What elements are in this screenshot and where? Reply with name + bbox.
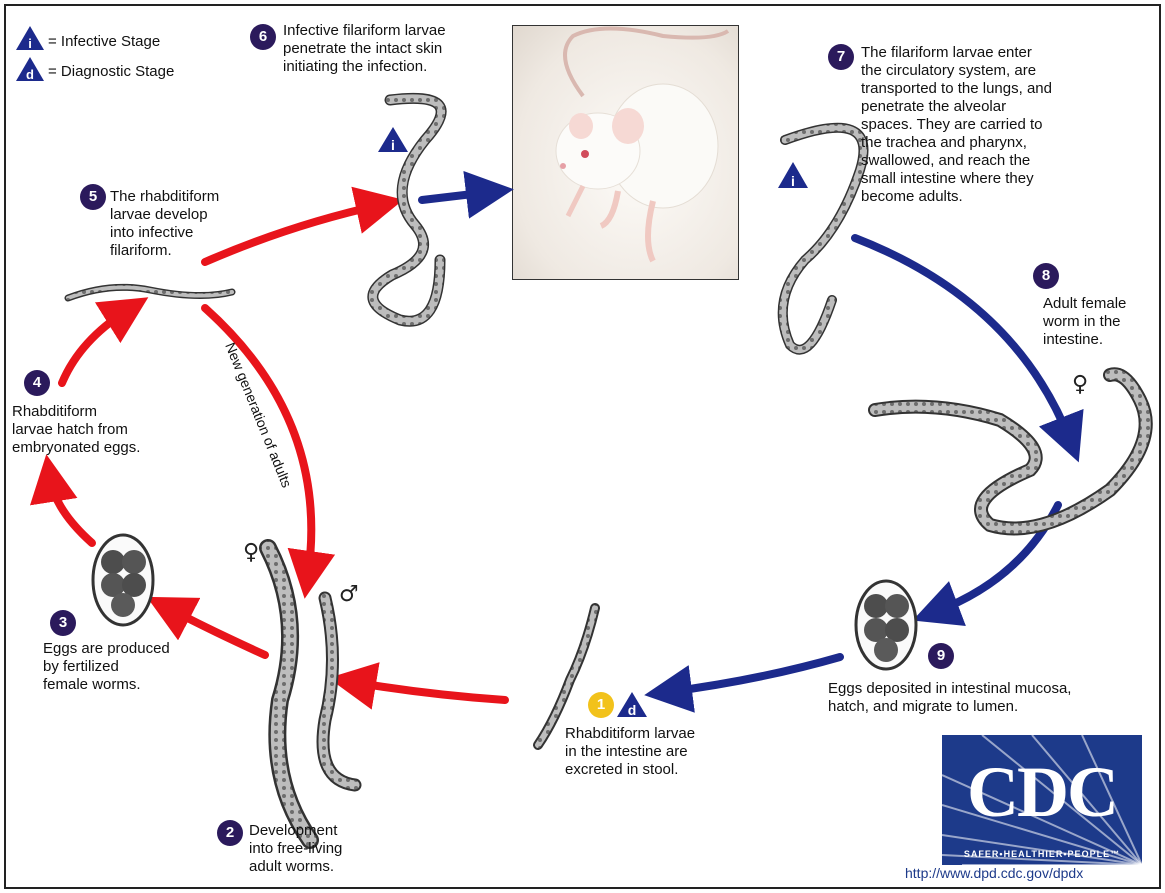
arrow-step5-to-step6 xyxy=(205,205,380,262)
svg-text:i: i xyxy=(791,173,795,189)
female-symbol-step8: ♀ xyxy=(1072,372,1088,397)
step-3-badge: 3 xyxy=(50,610,76,636)
step-2-text: Development into free-living adult worms… xyxy=(249,822,342,876)
step-6-text: Infective filariform larvae penetrate th… xyxy=(283,22,446,76)
rhabditiform-larva-step5 xyxy=(68,287,232,298)
diagnostic-stage-icon-step1: d xyxy=(617,692,647,718)
egg-step9 xyxy=(856,581,916,669)
step-8-badge: 8 xyxy=(1033,263,1059,289)
legend-infective: = Infective Stage xyxy=(48,33,160,50)
male-symbol-step2: ♂ xyxy=(339,582,359,607)
infective-stage-icon-step6: i xyxy=(378,127,408,153)
adult-female-step8 xyxy=(875,374,1146,528)
female-symbol-step2: ♀ xyxy=(243,540,259,565)
egg-step3 xyxy=(93,535,153,625)
arrow-step2-to-step3 xyxy=(168,608,265,655)
arrow-step1-to-step2 xyxy=(352,682,505,700)
arrow-step6-to-host xyxy=(422,192,490,200)
arrow-step4-to-step5 xyxy=(62,310,128,383)
step-7-text: The filariform larvae enter the circulat… xyxy=(861,44,1052,206)
legend-diagnostic: = Diagnostic Stage xyxy=(48,63,174,80)
svg-text:d: d xyxy=(628,702,637,718)
infective-stage-icon-step7: i xyxy=(778,162,808,189)
adult-female-step2 xyxy=(268,548,310,840)
cdc-logo: CDC SAFER•HEALTHIER•PEOPLE™ xyxy=(942,735,1142,865)
cdc-logo-text: CDC xyxy=(942,751,1142,834)
source-url[interactable]: http://www.dpd.cdc.gov/dpdx xyxy=(905,865,1083,881)
step-5-text: The rhabditiform larvae develop into inf… xyxy=(110,188,219,260)
svg-text:i: i xyxy=(28,36,32,51)
blue-arrows xyxy=(422,192,1070,692)
arrow-new-generation xyxy=(205,308,311,575)
svg-text:i: i xyxy=(391,137,395,153)
arrow-step3-to-step4 xyxy=(50,478,92,543)
step-5-badge: 5 xyxy=(80,184,106,210)
cdc-tagline: SAFER•HEALTHIER•PEOPLE™ xyxy=(942,849,1142,859)
svg-text:d: d xyxy=(26,67,34,82)
step-1-badge: 1 xyxy=(588,692,614,718)
step-2-badge: 2 xyxy=(217,820,243,846)
step-6-badge: 6 xyxy=(250,24,276,50)
step-3-text: Eggs are produced by fertilized female w… xyxy=(43,640,170,694)
step-8-text: Adult female worm in the intestine. xyxy=(1043,295,1126,349)
step-4-text: Rhabditiform larvae hatch from embryonat… xyxy=(12,403,140,457)
adult-male-step2 xyxy=(323,598,355,785)
step-7-badge: 7 xyxy=(828,44,854,70)
step-9-badge: 9 xyxy=(928,643,954,669)
arrow-step9-to-step1 xyxy=(668,657,840,692)
legend-triangles: i d xyxy=(16,26,44,82)
step-4-badge: 4 xyxy=(24,370,50,396)
step-9-text: Eggs deposited in intestinal mucosa, hat… xyxy=(828,680,1071,716)
filariform-larva-step6 xyxy=(373,98,441,321)
step-1-text: Rhabditiform larvae in the intestine are… xyxy=(565,725,695,779)
